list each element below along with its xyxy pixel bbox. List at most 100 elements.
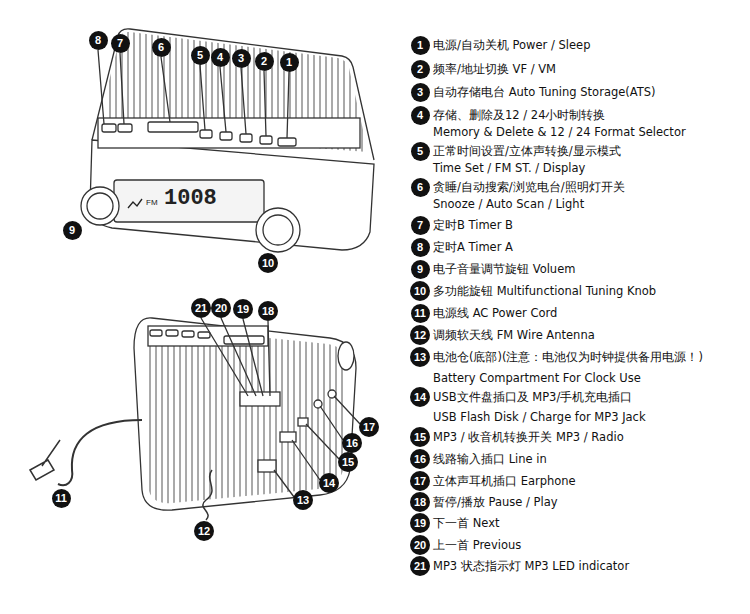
legend-text: 存储、删除及12 / 24小时制转换 [433,107,605,123]
callout-number: 4 [211,48,230,67]
callout-number: 21 [191,298,211,318]
callout-number: 14 [410,387,430,407]
legend-text: 线路输入插口 Line in [433,451,547,467]
callout-number-text: 17 [414,476,426,487]
callout-number: 10 [258,253,278,273]
legend-text: MP3 / 收音机转换开关 MP3 / Radio [433,429,624,445]
callout-number: 4 [411,106,430,125]
callout-number: 8 [411,238,430,257]
callout-number-text: 16 [414,454,426,465]
legend-text: Time Set / FM ST. / Display [433,160,585,176]
callout-number: 2 [411,60,430,79]
callout-number: 14 [319,473,339,493]
callout-number-text: 11 [55,493,67,504]
callout-number-text: 21 [414,561,426,572]
callout-number: 19 [233,299,253,319]
legend-text: 调频软天线 FM Wire Antenna [433,327,595,343]
callout-number-text: 4 [217,52,223,63]
legend-text: Snooze / Auto Scan / Light [433,196,584,212]
callout-number-text: 17 [363,422,375,433]
callout-number-text: 10 [414,286,426,297]
callout-number-text: 13 [297,495,309,506]
callout-number: 16 [410,449,430,469]
legend-text: USB Flash Disk / Charge for MP3 Jack [433,409,646,425]
callout-number: 16 [342,433,362,453]
callout-number: 1 [411,36,430,55]
callout-number-text: 9 [417,264,423,275]
callout-number: 8 [89,31,108,50]
callout-number-text: 20 [414,540,426,551]
callout-number: 11 [411,304,430,323]
callout-number-text: 18 [262,306,274,317]
callout-number-text: 9 [69,225,75,236]
callout-number-text: 1 [417,40,423,51]
callout-number-text: 4 [417,110,423,121]
callout-number-text: 6 [158,42,164,53]
callout-number-text: 11 [414,308,426,319]
callout-number-text: 7 [117,38,123,49]
callout-number-text: 2 [261,56,267,67]
callout-number-text: 15 [342,457,354,468]
callout-number: 12 [194,521,214,541]
legend-text: 定时B Timer B [433,217,513,233]
legend-text: 自动存储电台 Auto Tuning Storage(ATS) [433,84,656,100]
legend-text: 上一首 Previous [433,537,521,553]
callout-number-text: 6 [417,182,423,193]
legend-text: 贪睡/自动搜索/浏览电台/照明灯开关 [433,179,625,195]
callout-number-text: 13 [414,352,426,363]
callout-number: 3 [411,83,430,102]
lcd-text: 1008 [164,186,217,212]
callout-number-text: 3 [238,53,244,64]
callout-number: 17 [359,417,379,437]
callout-number: 13 [293,490,313,510]
callout-number: 11 [52,489,71,508]
callout-number: 7 [111,34,130,53]
callout-number: 15 [410,427,430,447]
callout-number: 20 [211,298,231,318]
callout-number-text: 12 [414,330,426,341]
legend-text: Memory & Delete & 12 / 24 Format Selecto… [433,124,686,140]
callout-number: 21 [410,556,430,576]
legend-text: USB文件盘插口及 MP3/手机充电插口 [433,389,632,405]
callout-number: 10 [410,281,430,301]
callout-number: 5 [191,46,210,65]
callout-number-text: 2 [417,64,423,75]
callout-number: 13 [410,347,430,367]
legend-text: 电源/自动关机 Power / Sleep [433,37,590,53]
callout-number-text: 10 [262,258,274,269]
callout-number-text: 5 [197,50,203,61]
legend-text: 定时A Timer A [433,239,513,255]
callout-number: 5 [411,142,430,161]
callout-number-text: 18 [414,497,426,508]
callout-number: 6 [152,38,171,57]
legend-text: 正常时间设置/立体声转换/显示模式 [433,143,621,159]
callout-number-text: 15 [414,432,426,443]
legend-text: 电源线 AC Power Cord [433,305,557,321]
callout-number-text: 19 [237,304,249,315]
legend-text: 电池仓(底部)(注意：电池仅为时钟提供备用电源！) [433,349,703,365]
callout-number-text: 1 [286,57,292,68]
callout-number: 18 [258,301,278,321]
callout-number: 19 [410,513,430,533]
callout-number-text: 5 [417,146,423,157]
callout-number: 3 [232,49,251,68]
callout-number: 20 [410,535,430,555]
callout-number-text: 8 [417,242,423,253]
callout-number-text: 20 [215,303,227,314]
callout-number-text: 19 [414,518,426,529]
callout-number: 18 [410,492,430,512]
legend-text: MP3 状态指示灯 MP3 LED indicator [433,558,629,574]
callout-number-text: 3 [417,87,423,98]
callout-number-text: 14 [323,478,335,489]
legend-text: 暂停/播放 Pause / Play [433,494,558,510]
callout-number-text: 12 [198,526,210,537]
callout-number: 17 [410,471,430,491]
callout-number: 6 [411,178,430,197]
callout-number: 9 [63,221,82,240]
callout-number: 2 [255,52,274,71]
callout-number-text: 7 [417,220,423,231]
legend-text: 频率/地址切换 VF / VM [433,61,556,77]
lcd-text: FM [146,198,158,207]
callout-number: 7 [411,216,430,235]
callout-number-text: 21 [195,303,207,314]
